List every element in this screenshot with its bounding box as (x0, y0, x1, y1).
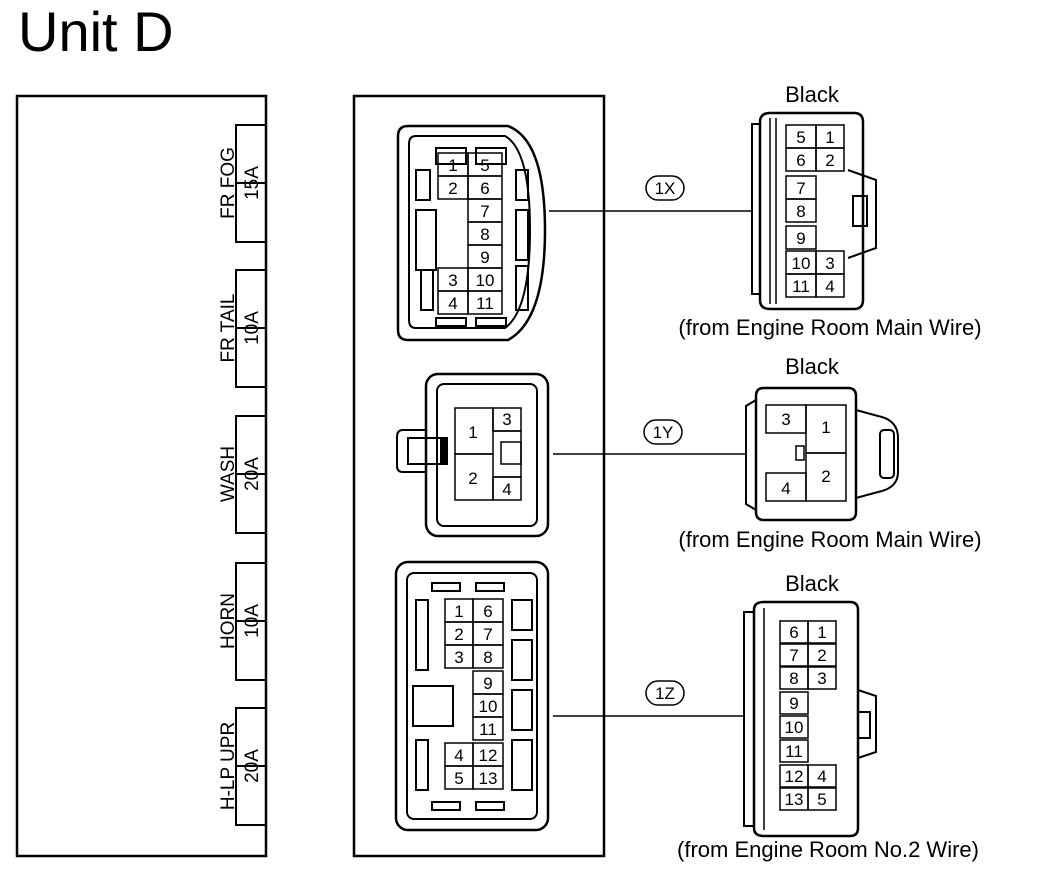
pin-label: 10 (476, 271, 495, 290)
socket-1x-grid (437, 152, 503, 315)
pin-label: 4 (825, 277, 834, 296)
pin-label: 4 (781, 479, 790, 498)
pin-label: 5 (796, 128, 805, 147)
pin-label: 3 (825, 254, 834, 273)
plug-source: (from Engine Room Main Wire) (678, 315, 981, 340)
pin-label: 9 (789, 694, 798, 713)
leader-1y: 1Y (553, 419, 746, 455)
pin-label: 2 (468, 469, 477, 488)
pin-label: 1 (817, 623, 826, 642)
pin-label: 3 (817, 669, 826, 688)
plug-source: (from Engine Room Main Wire) (678, 527, 981, 552)
fuse-name: FR TAIL (218, 294, 239, 363)
pin-label: 13 (479, 769, 498, 788)
fuse-name: WASH (218, 446, 239, 502)
pin-label: 7 (796, 179, 805, 198)
plug-color: Black (785, 354, 840, 379)
pin-label: 11 (792, 277, 810, 296)
socket-1z-grid (444, 598, 504, 790)
leader-1z: 1Z (553, 680, 744, 717)
plug-1y-grid (765, 404, 847, 502)
pin-label: 8 (796, 202, 805, 221)
pin-label: 5 (454, 769, 463, 788)
plug-1z-grid (779, 620, 837, 811)
pin-label: 6 (789, 623, 798, 642)
pin-label: 9 (480, 248, 489, 267)
connector-id: 1Z (655, 684, 675, 703)
pin-label: 9 (483, 674, 492, 693)
page-title: Unit D (18, 0, 174, 63)
plug-1y: Black 3 1 4 2 (from Engine Room Main Wir… (678, 354, 981, 552)
pin-label: 7 (789, 646, 798, 665)
fuse-rating: 10A (242, 604, 263, 638)
socket-1y-grid (454, 407, 522, 501)
pin-label: 4 (817, 767, 826, 786)
fuse-fr-tail: FR TAIL 10A (218, 269, 267, 388)
pin-label: 7 (483, 625, 492, 644)
pin-label: 2 (454, 625, 463, 644)
fuse-rating: 20A (242, 749, 263, 783)
pin-label: 12 (785, 767, 804, 786)
pin-label: 1 (468, 423, 477, 442)
pin-label: 1 (448, 156, 457, 175)
pin-label: 10 (785, 718, 804, 737)
pin-label: 10 (792, 254, 811, 273)
pin-label: 4 (448, 294, 457, 313)
pin-label: 11 (476, 294, 494, 313)
pin-label: 13 (785, 790, 804, 809)
pin-label: 11 (785, 742, 803, 761)
pin-label: 3 (454, 648, 463, 667)
pin-label: 8 (480, 225, 489, 244)
pin-label: 9 (796, 229, 805, 248)
leader-1x: 1X (549, 175, 752, 212)
pin-label: 3 (448, 271, 457, 290)
fuse-horn: HORN 10A (218, 562, 267, 681)
fuse-rating: 15A (242, 166, 263, 200)
pin-label: 1 (454, 602, 463, 621)
pin-label: 3 (781, 410, 790, 429)
pin-label: 10 (479, 697, 498, 716)
pin-label: 6 (480, 179, 489, 198)
pin-label: 5 (480, 156, 489, 175)
pin-label: 8 (789, 669, 798, 688)
fuse-panel: FR FOG 15A FR TAIL 10A WASH 20A HORN 10A… (15, 94, 268, 858)
fuse-rating: 10A (242, 311, 263, 345)
pin-label: 2 (825, 151, 834, 170)
plug-1x-grid (785, 124, 845, 298)
pin-label: 8 (483, 648, 492, 667)
pin-label: 4 (502, 480, 511, 499)
pin-label: 7 (480, 202, 489, 221)
pin-label: 5 (817, 790, 826, 809)
plug-1x: Black 5 1 6 2 7 8 9 10 3 11 4 (from (678, 82, 981, 340)
pin-label: 2 (817, 646, 826, 665)
pin-label: 2 (448, 179, 457, 198)
pin-label: 1 (821, 418, 830, 437)
plug-1z: Black 6 1 7 2 8 3 9 10 11 12 4 1 (677, 571, 979, 862)
connector-block-panel: 1 5 2 6 7 8 9 3 10 4 11 (352, 94, 606, 858)
connector-id: 1Y (653, 423, 674, 442)
pin-label: 3 (502, 410, 511, 429)
pin-label: 4 (454, 746, 463, 765)
fuse-name: HORN (218, 593, 239, 649)
fuse-fr-fog: FR FOG 15A (218, 124, 267, 243)
fuse-rating: 20A (242, 457, 263, 491)
socket-1z: 1 6 2 7 3 8 9 10 11 4 12 5 13 (394, 560, 550, 832)
pin-label: 11 (479, 720, 497, 739)
fuse-wash: WASH 20A (218, 415, 267, 534)
plug-source: (from Engine Room No.2 Wire) (677, 837, 979, 862)
plug-color: Black (785, 571, 840, 596)
pin-label: 2 (821, 467, 830, 486)
pin-label: 12 (479, 746, 498, 765)
pin-label: 6 (483, 602, 492, 621)
fuse-h-lp-upr: H-LP UPR 20A (218, 707, 267, 826)
socket-1x: 1 5 2 6 7 8 9 3 10 4 11 (396, 124, 547, 342)
fuse-name: H-LP UPR (218, 722, 239, 810)
plug-color: Black (785, 82, 840, 107)
fuse-name: FR FOG (218, 147, 239, 219)
connector-id: 1X (655, 179, 676, 198)
pin-label: 1 (825, 128, 834, 147)
pin-label: 6 (796, 151, 805, 170)
socket-1y: 3 1 2 4 (396, 372, 550, 538)
